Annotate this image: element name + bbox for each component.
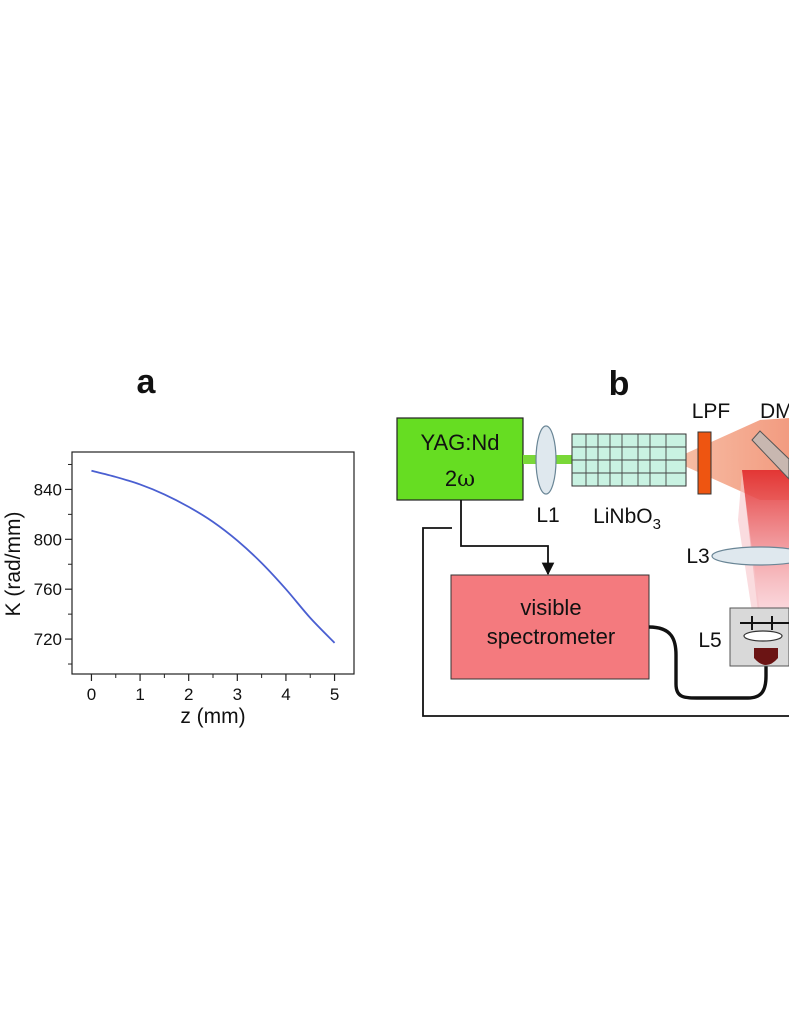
x-tick-labels: 0 1 2 3 4 5 (87, 685, 340, 704)
long-pass-filter (697, 431, 712, 495)
y-tick-labels: 720 760 800 840 (34, 480, 62, 649)
x-tick-label: 5 (330, 685, 339, 704)
panel-b: b YAG:Nd 2ω L1 LiNbO3 LPF DM (396, 365, 789, 717)
y-tick-label: 760 (34, 580, 62, 599)
lens-l5 (743, 630, 783, 642)
lens-l3 (711, 546, 789, 566)
trigger-cable (422, 527, 789, 717)
series-points (91, 470, 335, 643)
laser-harmonic-label: 2ω (445, 466, 475, 492)
laser-label: YAG:Nd (420, 430, 499, 455)
trigger-arrow (460, 500, 555, 576)
x-axis-label: z (mm) (180, 705, 245, 728)
red-beam-left (738, 472, 760, 612)
crystal (571, 433, 687, 487)
spectrometer-box (450, 574, 650, 680)
slit (740, 616, 789, 630)
panel-a: a 0 1 2 3 4 5 720 760 800 840 z (mm) K (rad/mm) (2, 363, 355, 728)
dm-label: DM (760, 400, 789, 423)
panel-letter-b: b (609, 365, 630, 403)
crystal-label: LiNbO3 (593, 505, 661, 533)
y-tick-label: 840 (34, 480, 62, 499)
y-tick-label: 800 (34, 530, 62, 549)
crystal-domains (572, 434, 686, 486)
y-axis-ticks (65, 463, 72, 665)
y-tick-label: 720 (34, 630, 62, 649)
spectrometer-label-line1: visible (520, 595, 581, 620)
optical-fiber (648, 625, 768, 700)
panel-letter-a: a (137, 363, 157, 401)
lens-l5-label: L5 (698, 629, 721, 652)
lens-l1 (535, 425, 557, 495)
y-axis-label: K (rad/mm) (2, 512, 25, 617)
lens-l1-label: L1 (536, 504, 559, 527)
lens-l3-label: L3 (686, 545, 709, 568)
lpf-label: LPF (692, 400, 731, 423)
spectrometer-label-line2: spectrometer (487, 624, 615, 649)
x-tick-label: 3 (233, 685, 242, 704)
x-tick-label: 0 (87, 685, 96, 704)
dichroic-mirror (751, 430, 789, 480)
x-axis-ticks (90, 674, 336, 681)
x-tick-label: 4 (281, 685, 290, 704)
x-tick-label: 2 (184, 685, 193, 704)
x-tick-label: 1 (135, 685, 144, 704)
red-beam (742, 470, 789, 612)
plot-frame (71, 451, 355, 675)
series-line-k-vs-z (91, 469, 336, 644)
fiber-coupler (754, 648, 778, 665)
